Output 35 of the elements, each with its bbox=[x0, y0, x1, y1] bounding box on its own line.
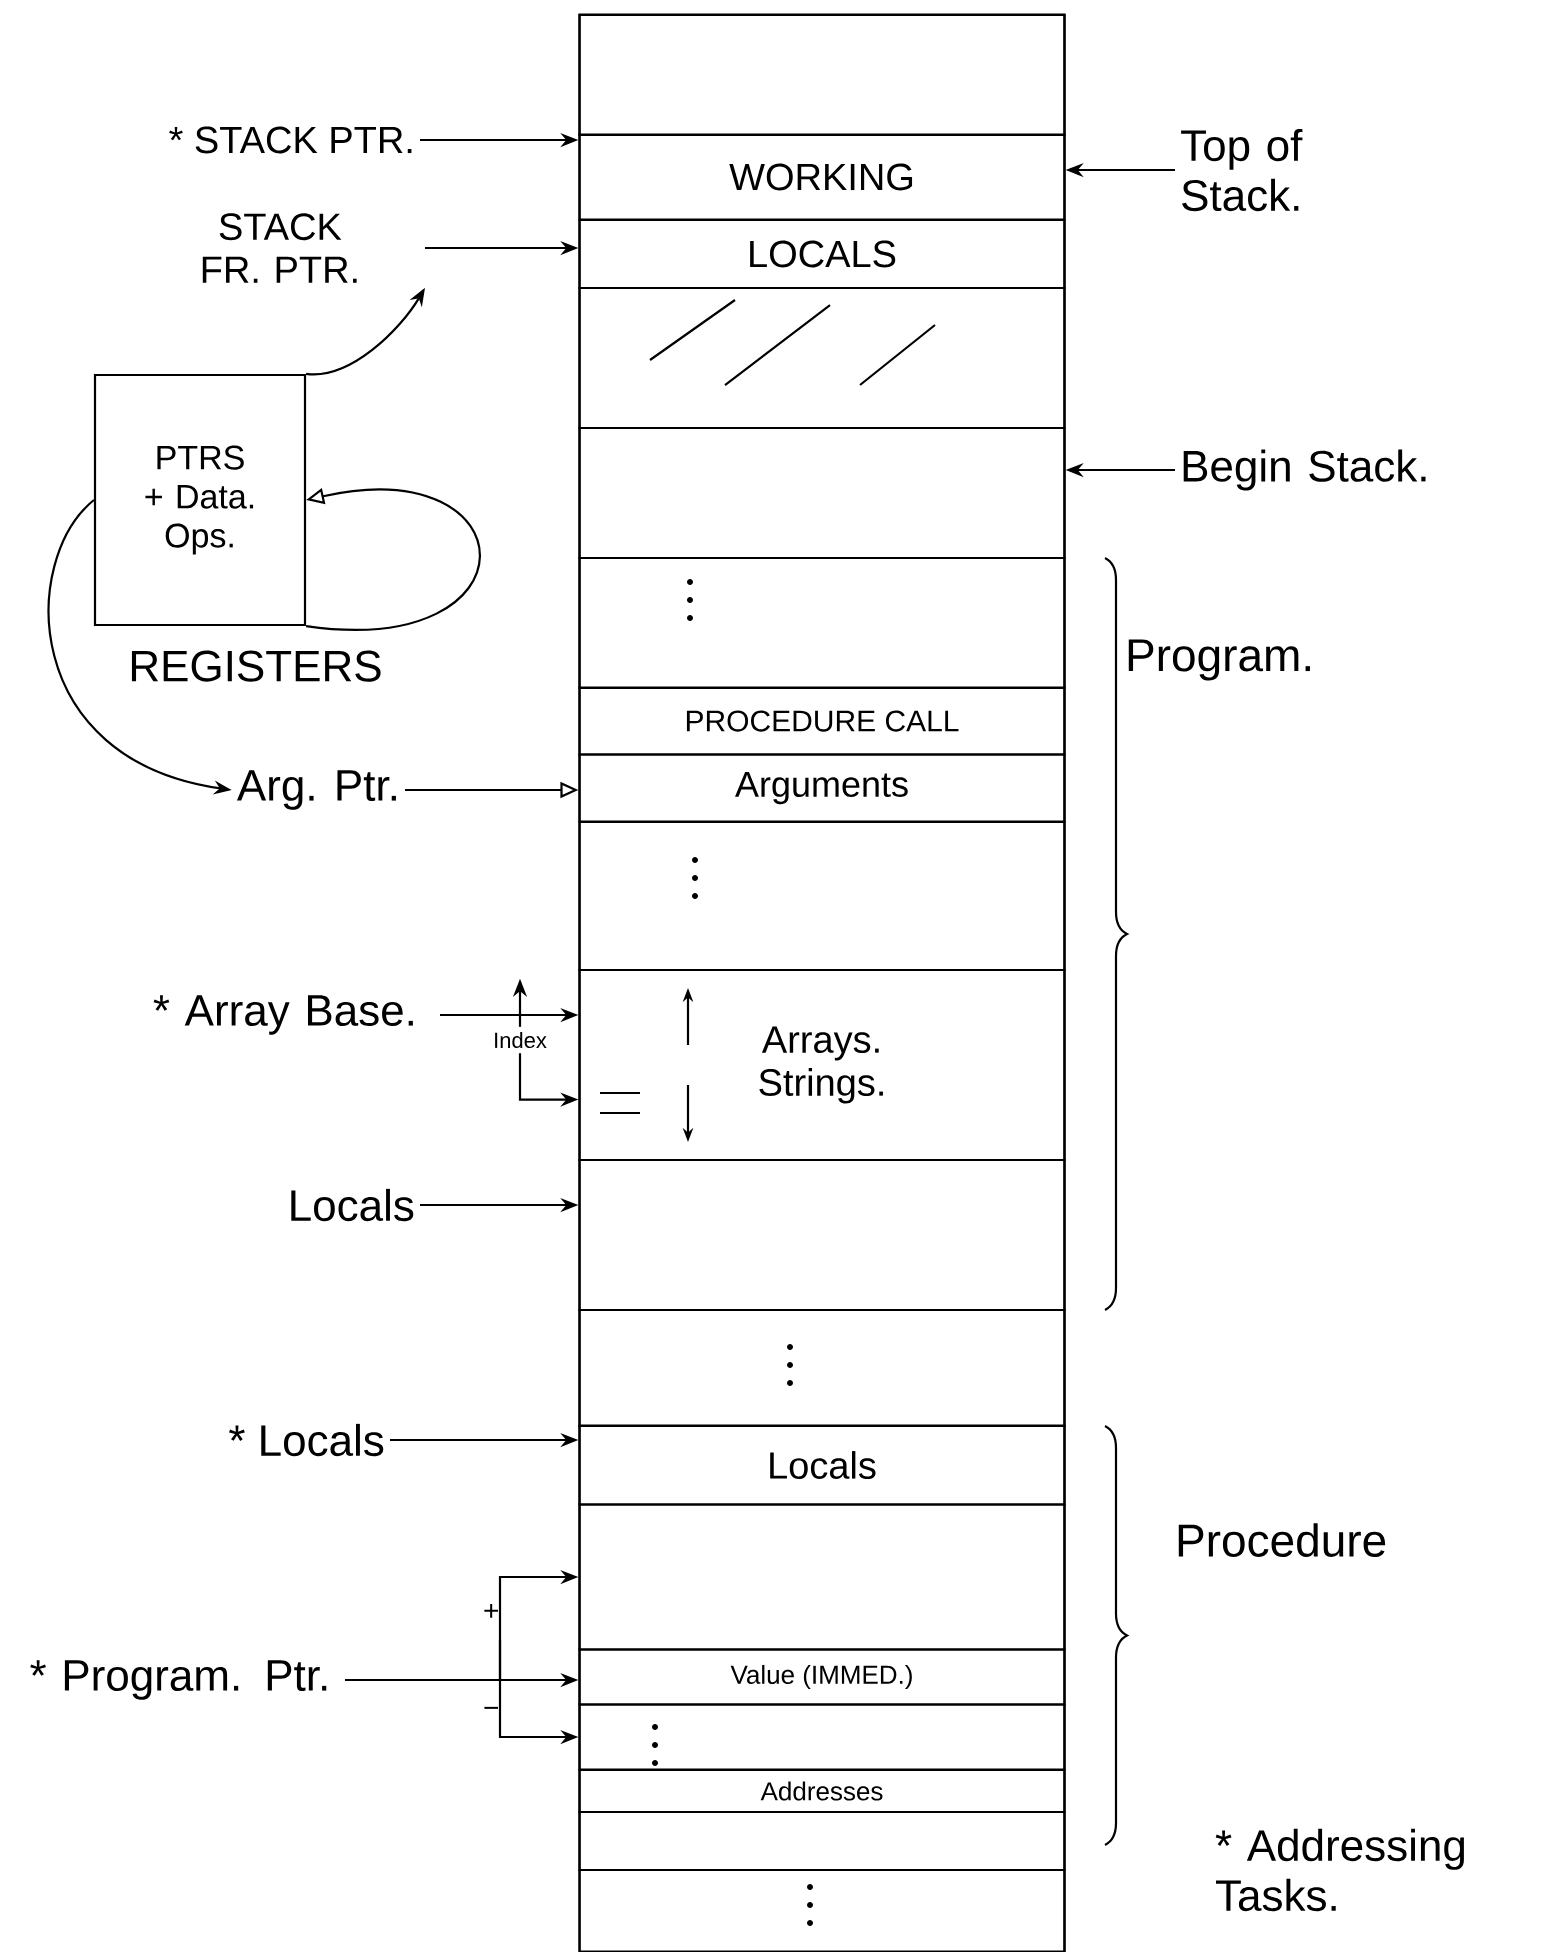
stack-cell: Arrays. Strings. bbox=[578, 968, 1066, 1162]
index-label: Index bbox=[495, 1031, 547, 1049]
node-label: REGISTERS bbox=[131, 650, 381, 682]
stack-cell bbox=[578, 1703, 1066, 1771]
stack-cell bbox=[578, 426, 1066, 560]
pointer-label: * Locals bbox=[229, 1423, 384, 1457]
stack-cell bbox=[578, 820, 1066, 972]
register-box: PTRS + Data. Ops. REGISTERS bbox=[93, 373, 381, 682]
pointer-label: STACK FR. PTR. bbox=[202, 213, 357, 283]
stack-cell bbox=[578, 1503, 1066, 1651]
arrow bbox=[306, 488, 481, 631]
stack-cell: WORKING bbox=[578, 133, 1066, 221]
stack-cell: Value (IMMED.) bbox=[578, 1648, 1066, 1706]
stack-cell: PROCEDURE CALL bbox=[578, 686, 1066, 756]
stack-cell bbox=[578, 1868, 1066, 1952]
stack-note: Begin Stack. bbox=[1183, 449, 1426, 491]
stack-note: Top of Stack. bbox=[1181, 128, 1303, 212]
stack-cell: LOCALS bbox=[578, 218, 1066, 290]
stack-cell bbox=[578, 286, 1066, 430]
stack-cell: Addresses bbox=[578, 1768, 1066, 1814]
stack-cell bbox=[578, 1158, 1066, 1312]
pointer-label: * Program. Ptr. bbox=[30, 1660, 327, 1700]
pointer-label: Arg. Ptr. bbox=[236, 770, 396, 810]
brace-label: Procedure bbox=[1178, 1523, 1386, 1557]
stack-cell: Locals bbox=[578, 1424, 1066, 1506]
stack-column bbox=[578, 13, 1066, 1952]
stack-cell bbox=[578, 1810, 1066, 1872]
pointer-label: * Array Base. bbox=[153, 995, 413, 1035]
pointer-label: * STACK PTR. bbox=[169, 126, 412, 154]
sign-label: − bbox=[484, 1706, 498, 1709]
pointer-label: Locals bbox=[291, 1188, 414, 1222]
brace-label: Program. bbox=[1128, 639, 1310, 681]
sign-label: + bbox=[484, 1603, 498, 1618]
note-text: * Addressing Tasks. bbox=[1215, 1828, 1464, 1912]
stack-cell: Arguments bbox=[578, 753, 1066, 823]
